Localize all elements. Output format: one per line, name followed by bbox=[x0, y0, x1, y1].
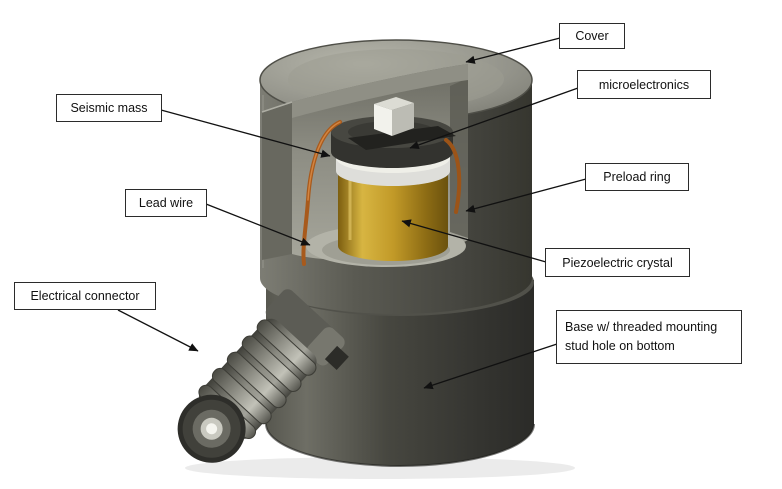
label-base: Base w/ threaded mounting stud hole on b… bbox=[556, 310, 742, 364]
microelectronics-part bbox=[374, 97, 414, 136]
arrow-piezoelectric-crystal bbox=[401, 219, 547, 263]
arrow-seismic-mass bbox=[160, 109, 331, 158]
label-microelectronics: microelectronics bbox=[577, 70, 711, 99]
label-seismic-mass: Seismic mass bbox=[56, 94, 162, 122]
arrow-electrical-connector bbox=[117, 309, 199, 352]
arrow-cover bbox=[465, 37, 561, 64]
arrow-microelectronics bbox=[409, 87, 579, 149]
lead-wire-part bbox=[301, 120, 462, 266]
arrow-preload-ring bbox=[465, 178, 587, 213]
ground-shadow bbox=[185, 457, 575, 479]
label-lead-wire: Lead wire bbox=[125, 189, 207, 217]
label-base-line1: Base w/ threaded mounting bbox=[565, 320, 718, 335]
piezoelectric-crystal-part bbox=[338, 172, 448, 261]
arrow-base bbox=[423, 343, 558, 390]
label-electrical-connector: Electrical connector bbox=[14, 282, 156, 310]
label-base-line2: stud hole on bottom bbox=[565, 339, 675, 353]
electrical-connector-part bbox=[177, 289, 349, 463]
arrow-lead-wire bbox=[205, 203, 311, 246]
label-cover: Cover bbox=[559, 23, 625, 49]
seismic-mass-part bbox=[331, 116, 456, 168]
annotation-arrows bbox=[117, 37, 587, 390]
label-preload-ring: Preload ring bbox=[585, 163, 689, 191]
label-piezoelectric-crystal: Piezoelectric crystal bbox=[545, 248, 690, 277]
